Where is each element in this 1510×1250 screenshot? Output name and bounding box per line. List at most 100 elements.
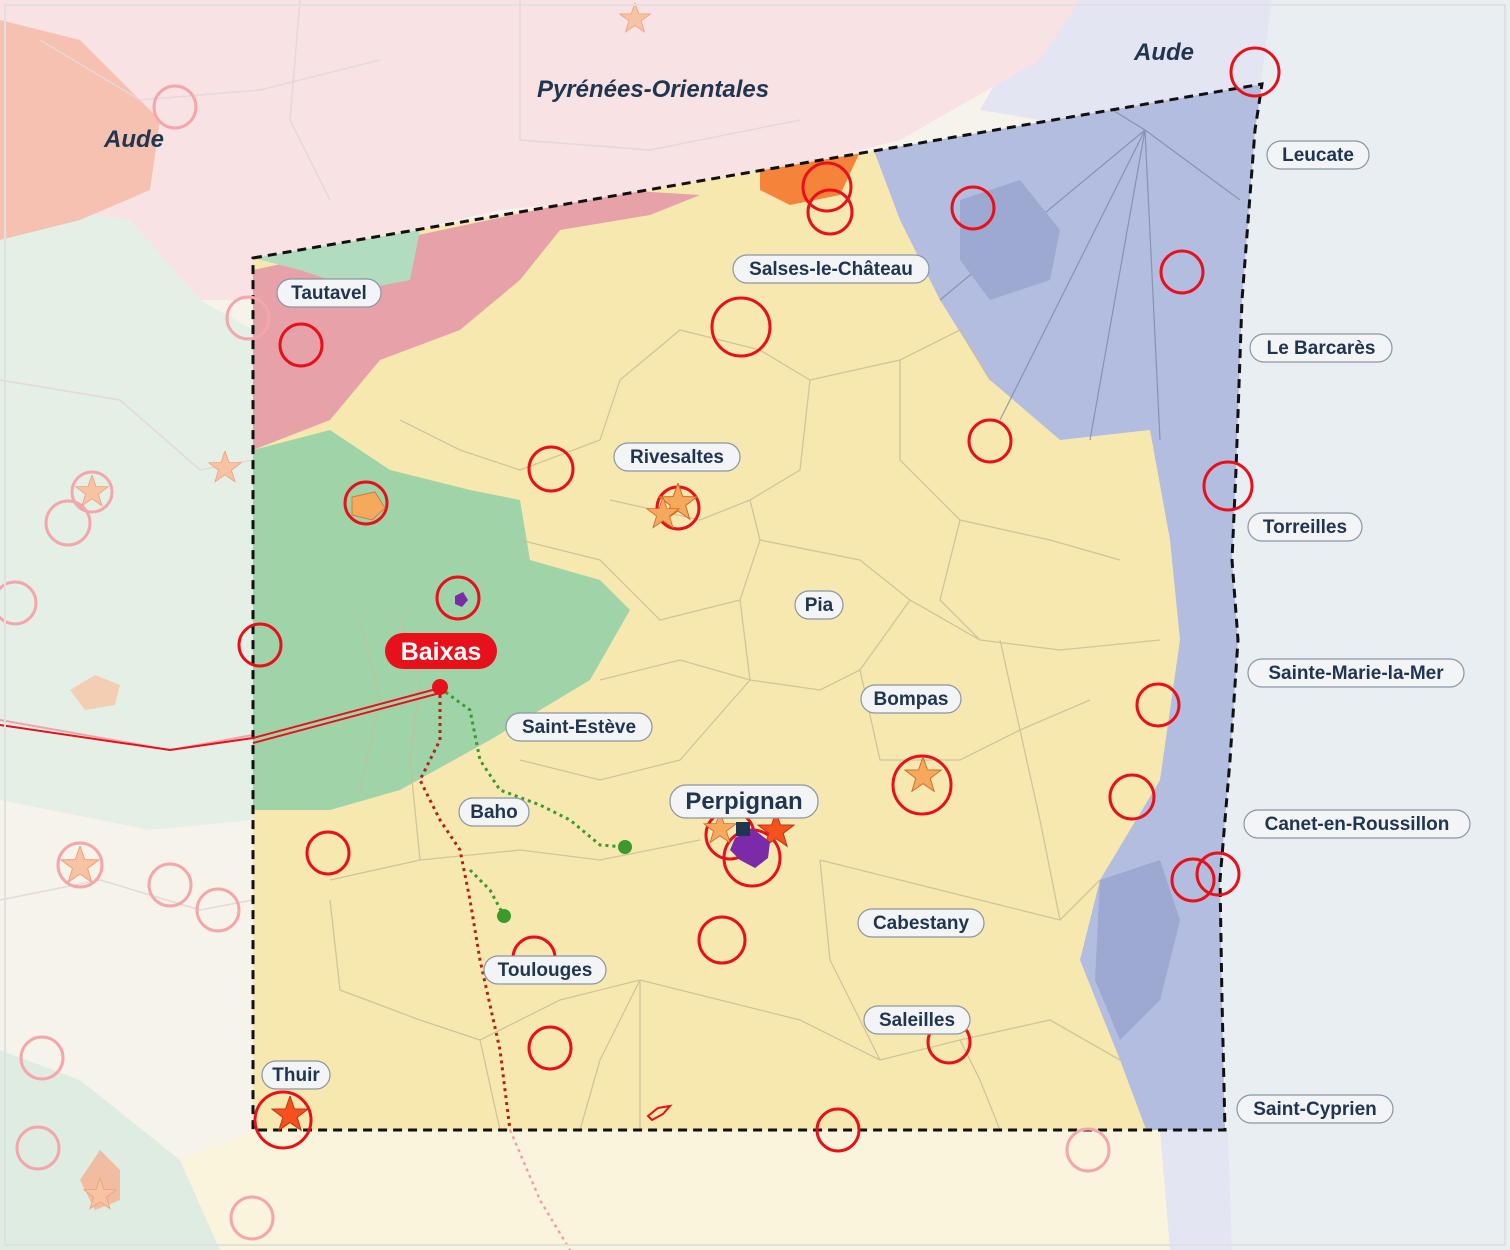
ring-marker-icon[interactable]	[237, 622, 283, 668]
svg-text:Saint-Cyprien: Saint-Cyprien	[1253, 1099, 1377, 1120]
region-label: Aude	[1133, 39, 1194, 66]
svg-text:Le Barcarès: Le Barcarès	[1267, 338, 1376, 359]
ring-marker-icon[interactable]	[195, 887, 241, 933]
town-label-salses[interactable]: Salses-le-Château	[732, 254, 930, 284]
ring-marker-icon[interactable]	[0, 580, 38, 626]
highlight-label: Baixas	[401, 638, 482, 666]
ring-marker-icon[interactable]	[801, 161, 853, 213]
purple-patch	[455, 592, 468, 607]
route-green-dotted	[439, 686, 626, 849]
town-label-tautavel[interactable]: Tautavel	[276, 278, 382, 308]
route-green-branch	[468, 868, 506, 917]
highlight-pill	[385, 633, 497, 669]
red-scribble	[646, 1104, 673, 1122]
town-label-sainte-marie[interactable]: Sainte-Marie-la-Mer	[1247, 658, 1465, 688]
town-label-torreilles[interactable]: Torreilles	[1247, 512, 1363, 542]
town-label-saint-esteve[interactable]: Saint-Estève	[505, 712, 653, 742]
ring-marker-icon[interactable]	[1170, 857, 1216, 903]
point-marker-icon[interactable]	[497, 909, 511, 923]
inner-lagoon	[960, 180, 1060, 300]
ring-marker-icon[interactable]	[44, 499, 92, 547]
outer-green-zone	[0, 200, 253, 830]
ring-marker-icon[interactable]	[1195, 851, 1241, 897]
ring-marker-icon[interactable]	[305, 830, 351, 876]
point-marker-icon[interactable]	[618, 840, 632, 854]
map-frame	[4, 4, 1506, 1246]
ring-marker-icon[interactable]	[1202, 460, 1254, 512]
ring-marker-icon[interactable]	[1108, 773, 1156, 821]
town-label-cabestany[interactable]: Cabestany	[857, 908, 985, 938]
town-label-rivesaltes[interactable]: Rivesaltes	[613, 442, 741, 472]
ring-marker-icon[interactable]	[1229, 46, 1281, 98]
ring-marker-icon[interactable]	[950, 185, 996, 231]
svg-text:Bompas: Bompas	[874, 689, 949, 710]
town-label-toulouges[interactable]: Toulouges	[483, 955, 607, 985]
town-label-baho[interactable]: Baho	[458, 797, 530, 827]
svg-text:Saleilles: Saleilles	[879, 1010, 955, 1031]
svg-text:Thuir: Thuir	[272, 1065, 320, 1086]
ring-marker-icon[interactable]	[19, 1035, 65, 1081]
ring-marker-icon[interactable]	[527, 445, 575, 493]
town-label-leucate[interactable]: Leucate	[1266, 140, 1370, 170]
point-marker-icon[interactable]	[432, 679, 448, 695]
svg-text:Torreilles: Torreilles	[1263, 517, 1347, 538]
ring-marker-icon[interactable]	[815, 1107, 861, 1153]
inner-lagoon-south	[1095, 860, 1180, 1040]
town-label-canet[interactable]: Canet-en-Roussillon	[1243, 809, 1471, 839]
ring-marker-icon[interactable]	[229, 1195, 275, 1241]
ring-marker-icon[interactable]	[56, 841, 104, 889]
outer-rings	[0, 84, 1111, 1241]
route-red-double	[0, 687, 441, 752]
ring-marker-icon[interactable]	[152, 84, 198, 130]
ring-marker-icon[interactable]	[435, 575, 481, 621]
town-label-saleilles[interactable]: Saleilles	[863, 1005, 971, 1035]
routes	[0, 686, 626, 1250]
square-marker-icon[interactable]	[736, 822, 750, 836]
perpignan-purple-zone	[730, 828, 770, 868]
town-label-thuir[interactable]: Thuir	[261, 1060, 331, 1090]
green-zone-top	[253, 230, 420, 290]
ring-marker-icon[interactable]	[147, 862, 193, 908]
svg-text:Leucate: Leucate	[1282, 145, 1354, 166]
ring-marker-icon[interactable]	[967, 418, 1013, 464]
ring-marker-icon[interactable]	[253, 1090, 313, 1150]
ring-marker-icon[interactable]	[1135, 682, 1181, 728]
ring-marker-icon[interactable]	[70, 470, 114, 514]
town-label-perpignan[interactable]: Perpignan	[669, 784, 819, 819]
svg-text:Sainte-Marie-la-Mer: Sainte-Marie-la-Mer	[1268, 663, 1444, 684]
svg-text:Salses-le-Château: Salses-le-Château	[749, 259, 913, 280]
town-label-bompas[interactable]: Bompas	[860, 684, 962, 714]
study-area	[253, 84, 1262, 1130]
town-label-saint-cyprien[interactable]: Saint-Cyprien	[1236, 1094, 1394, 1124]
ring-marker-icon[interactable]	[891, 754, 953, 816]
ring-marker-icon[interactable]	[806, 188, 854, 236]
highlight-town-baixas[interactable]: Baixas	[385, 633, 497, 695]
svg-text:Perpignan: Perpignan	[685, 788, 802, 815]
ring-marker-icon[interactable]	[527, 1025, 573, 1071]
ring-marker-icon[interactable]	[1065, 1127, 1111, 1173]
ring-marker-icon[interactable]	[278, 322, 324, 368]
svg-text:Baho: Baho	[470, 802, 518, 823]
ring-marker-icon[interactable]	[1159, 249, 1205, 295]
svg-text:Rivesaltes: Rivesaltes	[630, 447, 724, 468]
ring-marker-icon[interactable]	[697, 915, 747, 965]
svg-text:Canet-en-Roussillon: Canet-en-Roussillon	[1265, 814, 1450, 835]
svg-text:Pia: Pia	[805, 595, 834, 616]
outer-pink-zone	[0, 0, 1080, 300]
outer-yellow-south	[180, 1130, 1232, 1250]
ring-marker-icon[interactable]	[710, 296, 772, 358]
orange-small-patch	[351, 491, 386, 521]
ring-marker-icon[interactable]	[225, 295, 271, 341]
region-label: Pyrénées-Orientales	[537, 76, 769, 103]
svg-text:Toulouges: Toulouges	[498, 960, 593, 981]
ring-marker-icon[interactable]	[15, 1125, 61, 1171]
outer-orange-blob	[0, 20, 160, 240]
ring-marker-icon[interactable]	[343, 480, 389, 526]
svg-text:Cabestany: Cabestany	[873, 913, 970, 934]
sea	[1220, 0, 1510, 1250]
svg-text:Saint-Estève: Saint-Estève	[522, 717, 636, 738]
svg-text:Tautavel: Tautavel	[291, 283, 367, 304]
town-label-pia[interactable]: Pia	[794, 590, 844, 620]
town-label-barcares[interactable]: Le Barcarès	[1249, 333, 1393, 363]
